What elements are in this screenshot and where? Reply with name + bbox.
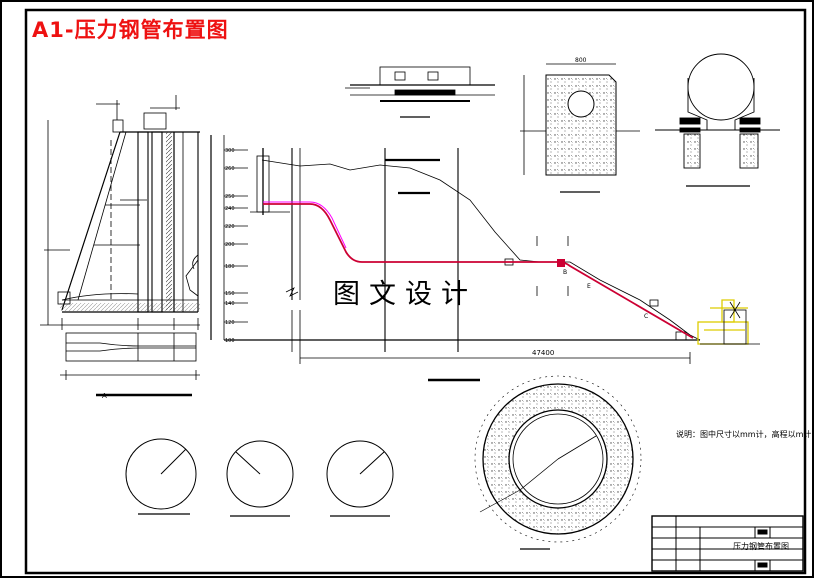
anchor-block-b: [557, 259, 565, 267]
longitudinal-profile: [210, 135, 701, 382]
title-block: [651, 515, 804, 572]
penstock-profile: [263, 203, 694, 339]
valve-detail: [345, 66, 495, 118]
section-label-e: E: [587, 283, 591, 290]
elevation-label: 180: [225, 264, 235, 270]
elevation-label: 100: [225, 338, 235, 344]
elevation-label: 240: [225, 206, 235, 212]
section-label-b: B: [563, 269, 567, 276]
powerhouse-outline: [700, 301, 760, 345]
pipe-section-c: [226, 440, 294, 517]
powerhouse: [697, 299, 749, 345]
elevation-label: 300: [225, 148, 235, 154]
intake-tower-elevation: [40, 95, 200, 330]
penstock-profile-highlight: [263, 201, 347, 249]
elevation-label: 250: [225, 194, 235, 200]
section-label-a: A: [102, 392, 107, 400]
elevation-label: 200: [225, 242, 235, 248]
intake-plan-view: [60, 332, 200, 397]
section-label-c: C: [644, 313, 648, 320]
elevation-label: 220: [225, 224, 235, 230]
pipe-section-b: [125, 438, 197, 515]
title-block-drawing-name: 压力钢管布置图: [733, 542, 789, 551]
section-2-2: [520, 63, 640, 193]
tunnel-section: [474, 375, 642, 550]
dimension-top-width: 800: [575, 57, 587, 64]
section-1-1: [655, 53, 780, 187]
dimension-total-length: 47400: [532, 349, 554, 357]
watermark-text: 图文设计: [333, 279, 477, 310]
elevation-label: 140: [225, 301, 235, 307]
elevation-label: 260: [225, 166, 235, 172]
pipe-section-d: [326, 440, 394, 517]
drawing-note: 说明：图中尺寸以mm计，高程以m计: [676, 430, 812, 439]
sheet-title: A1-压力钢管布置图: [32, 18, 229, 42]
sheet-border-inner: [24, 8, 807, 575]
dam-hatch: [166, 132, 172, 310]
tower-base-hatch: [60, 303, 200, 311]
elevation-label: 120: [225, 320, 235, 326]
elevation-label: 150: [225, 291, 235, 297]
